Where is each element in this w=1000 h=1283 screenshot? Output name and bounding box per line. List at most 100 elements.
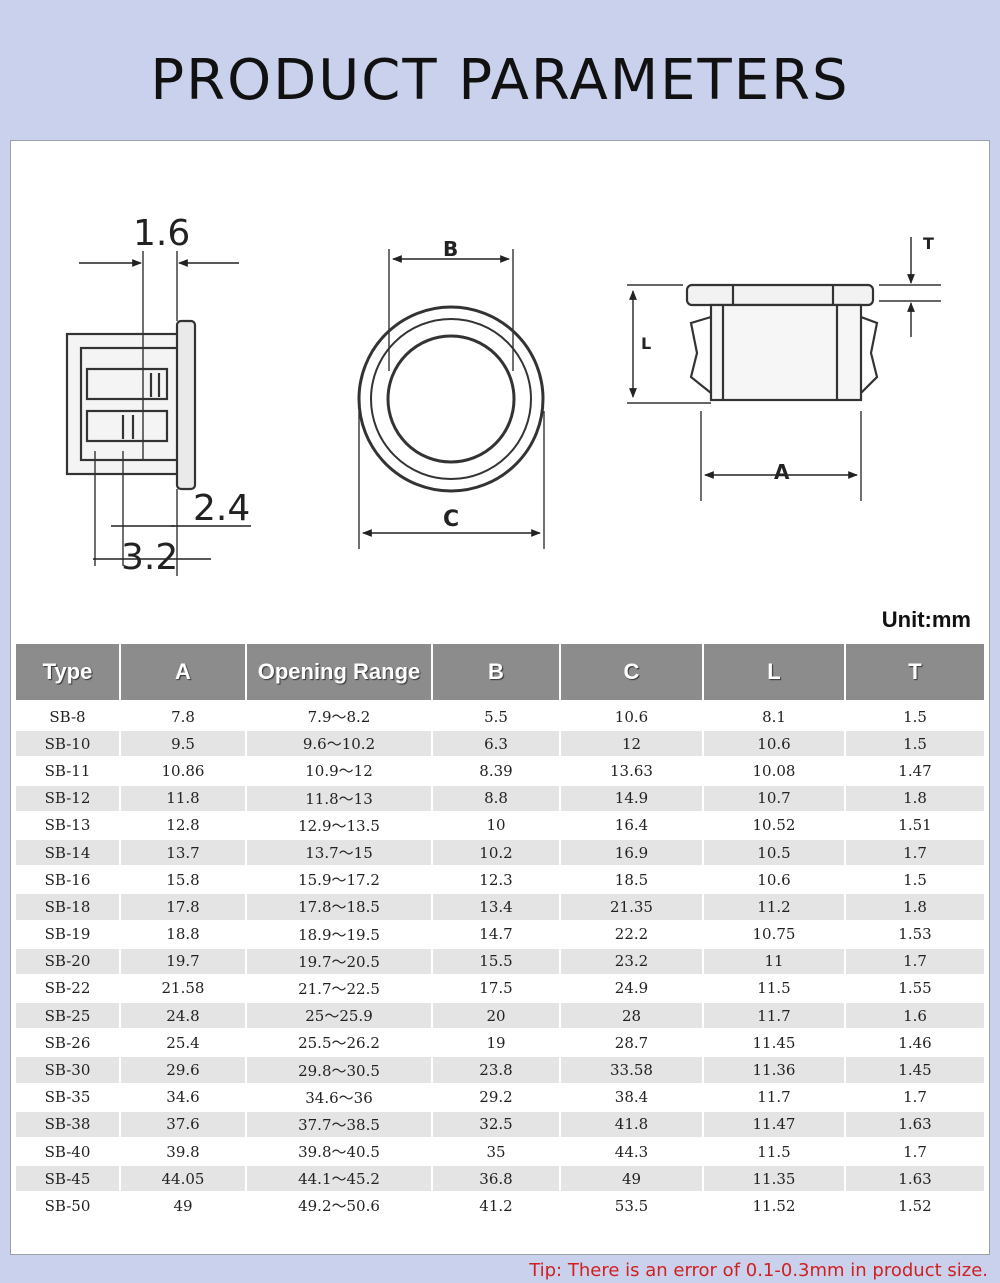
- cell-t: 1.63: [846, 1111, 984, 1139]
- cell-a: 19.7: [121, 948, 245, 976]
- cell-c: 53.5: [561, 1193, 702, 1221]
- cell-opening-range: 9.6～10.2: [247, 731, 431, 759]
- cell-opening-range: 21.7～22.5: [247, 975, 431, 1004]
- cell-t: 1.47: [846, 758, 984, 786]
- cell-b: 29.2: [433, 1084, 559, 1112]
- side-dimension-lines: [79, 259, 251, 560]
- cell-a: 15.8: [121, 867, 245, 895]
- dim-label-t: T: [923, 234, 934, 253]
- cell-type: SB-38: [16, 1111, 119, 1139]
- cell-b: 36.8: [433, 1166, 559, 1194]
- cell-b: 10.2: [433, 839, 559, 868]
- cell-b: 6.3: [433, 731, 559, 759]
- cell-l: 10.5: [704, 839, 844, 868]
- cell-opening-range: 11.8～13: [247, 785, 431, 813]
- cell-type: SB-45: [16, 1166, 119, 1194]
- cell-a: 12.8: [121, 812, 245, 840]
- cell-b: 32.5: [433, 1111, 559, 1139]
- cell-t: 1.7: [846, 948, 984, 976]
- cell-t: 1.53: [846, 921, 984, 949]
- side-view-drawing: [65, 251, 197, 576]
- cell-a: 49: [121, 1193, 245, 1221]
- cell-t: 1.52: [846, 1193, 984, 1221]
- diagram-canvas: 1.6 2.4 3.2 B C: [65, 213, 941, 578]
- cell-c: 21.35: [561, 894, 702, 922]
- cell-c: 28: [561, 1003, 702, 1031]
- dim-label-a: A: [774, 460, 790, 484]
- page-title: PRODUCT PARAMETERS: [150, 48, 850, 113]
- header-l: L: [704, 644, 844, 704]
- cell-type: SB-35: [16, 1084, 119, 1112]
- header-opening-range: Opening Range: [247, 644, 431, 704]
- cell-b: 23.8: [433, 1057, 559, 1085]
- cell-c: 44.3: [561, 1139, 702, 1167]
- header-t: T: [846, 644, 984, 704]
- dimension-diagrams: 1.6 2.4 3.2 B C: [11, 141, 991, 641]
- cell-opening-range: 10.9～12: [247, 758, 431, 786]
- cell-t: 1.5: [846, 731, 984, 759]
- cell-t: 1.6: [846, 1003, 984, 1031]
- cell-l: 10.7: [704, 785, 844, 813]
- cell-a: 37.6: [121, 1111, 245, 1139]
- cell-opening-range: 12.9～13.5: [247, 812, 431, 840]
- cell-a: 11.8: [121, 785, 245, 813]
- cell-type: SB-50: [16, 1193, 119, 1221]
- header-c: C: [561, 644, 702, 704]
- cell-opening-range: 15.9～17.2: [247, 867, 431, 895]
- cell-type: SB-25: [16, 1003, 119, 1031]
- header-type: Type: [16, 644, 119, 704]
- cell-a: 17.8: [121, 894, 245, 922]
- section-dimension-lines: [629, 237, 915, 479]
- cell-type: SB-40: [16, 1139, 119, 1167]
- table-header-row: Type A Opening Range B C L T: [16, 644, 984, 704]
- cell-opening-range: 29.8～30.5: [247, 1057, 431, 1085]
- cell-b: 35: [433, 1139, 559, 1167]
- cell-type: SB-18: [16, 894, 119, 922]
- dim-label-c: C: [443, 507, 459, 532]
- cell-c: 23.2: [561, 948, 702, 976]
- cell-l: 11.2: [704, 894, 844, 922]
- cell-b: 14.7: [433, 921, 559, 949]
- header-b: B: [433, 644, 559, 704]
- cell-opening-range: 25.5～26.2: [247, 1030, 431, 1058]
- cell-a: 44.05: [121, 1166, 245, 1194]
- cell-c: 33.58: [561, 1057, 702, 1085]
- cell-b: 19: [433, 1030, 559, 1058]
- dim-label-1-6: 1.6: [133, 213, 190, 254]
- cell-l: 11.36: [704, 1057, 844, 1085]
- cell-opening-range: 18.9～19.5: [247, 921, 431, 949]
- cell-type: SB-13: [16, 812, 119, 840]
- cell-a: 13.7: [121, 839, 245, 868]
- cell-l: 11.45: [704, 1030, 844, 1058]
- cell-b: 5.5: [433, 704, 559, 732]
- cell-c: 14.9: [561, 785, 702, 813]
- cell-opening-range: 37.7～38.5: [247, 1111, 431, 1139]
- cell-a: 34.6: [121, 1084, 245, 1112]
- cell-a: 21.58: [121, 975, 245, 1004]
- cell-c: 16.9: [561, 839, 702, 868]
- cell-opening-range: 17.8～18.5: [247, 894, 431, 922]
- cell-t: 1.7: [846, 1139, 984, 1167]
- cell-type: SB-11: [16, 758, 119, 786]
- cell-l: 11.7: [704, 1003, 844, 1031]
- cell-opening-range: 19.7～20.5: [247, 948, 431, 976]
- cell-t: 1.7: [846, 1084, 984, 1112]
- cell-l: 11.5: [704, 1139, 844, 1167]
- cell-t: 1.46: [846, 1030, 984, 1058]
- cell-b: 12.3: [433, 867, 559, 895]
- cell-a: 24.8: [121, 1003, 245, 1031]
- cell-b: 20: [433, 1003, 559, 1031]
- cell-opening-range: 25～25.9: [247, 1003, 431, 1031]
- cell-l: 11: [704, 948, 844, 976]
